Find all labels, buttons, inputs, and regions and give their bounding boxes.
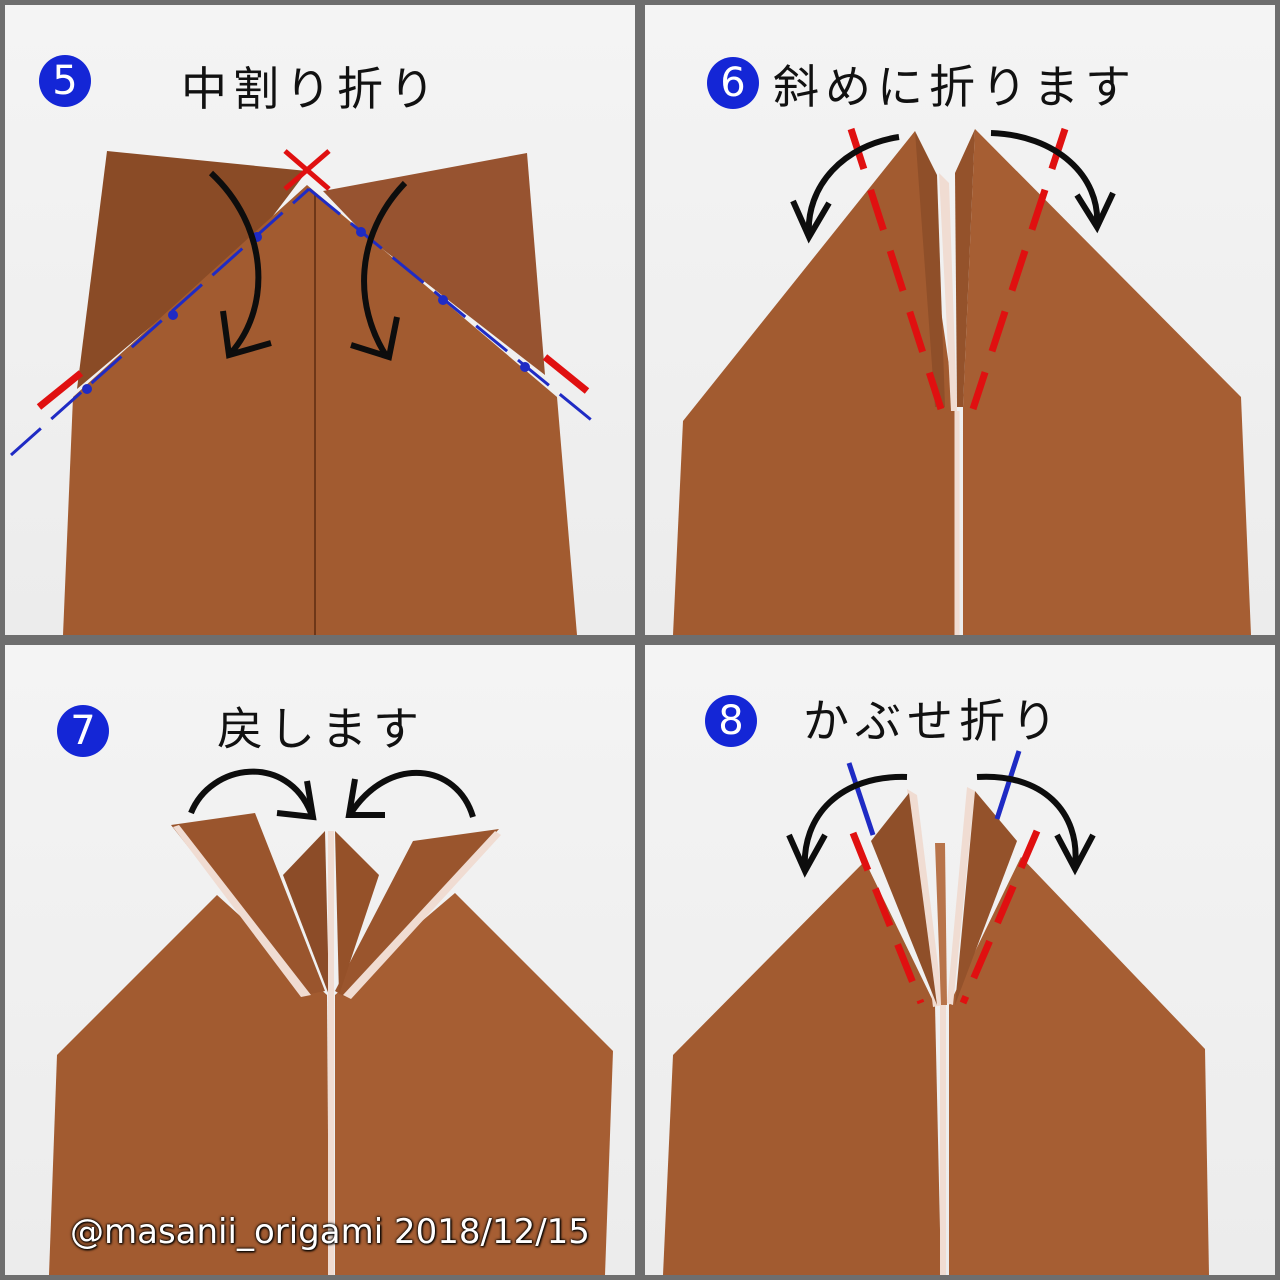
step-title: 斜めに折ります (773, 60, 1137, 114)
arrow-head-left (790, 199, 832, 244)
step-number-badge: 6 (707, 57, 759, 109)
valley-mark-right (994, 750, 1022, 820)
fold-line-right (959, 829, 1041, 1005)
arrow-head-right (345, 778, 385, 818)
paper-edge-light (939, 173, 957, 411)
fold-line-left (849, 831, 925, 1005)
arrow-head-right (350, 316, 400, 361)
paper-body-left (673, 131, 957, 635)
fold-dot (438, 295, 448, 305)
fold-line-left (847, 127, 945, 411)
return-arrow-left (188, 768, 314, 815)
step-number-badge: 8 (705, 695, 757, 747)
arrow-head-left (276, 780, 317, 821)
arrow-head-right (1074, 191, 1116, 234)
fold-dot (82, 384, 92, 394)
raised-flap-left (171, 813, 325, 995)
inner-flap-right (955, 129, 975, 407)
step-title: 中割り折り (181, 62, 441, 116)
fold-line-right (969, 127, 1069, 411)
paper-right-flap (323, 153, 545, 375)
arrow-head-right (1054, 833, 1096, 876)
paper-edge-light-left (173, 825, 311, 997)
step-5-panel: 5 中割り折り (5, 5, 635, 635)
inner-flap-right-face (955, 791, 1017, 1005)
paper-body-left (663, 861, 941, 1275)
valley-mark-left (846, 762, 876, 836)
return-arrow-right (348, 770, 476, 818)
inner-flap-left (907, 789, 943, 1007)
fold-arrow-right (361, 180, 408, 359)
author-watermark: @masanii_origami 2018/12/15 (70, 1212, 590, 1252)
inner-flap-right (947, 787, 975, 1005)
center-peak-left (283, 831, 329, 995)
fold-arrow-left (208, 170, 262, 355)
step-8-panel: 8 かぶせ折り (645, 645, 1275, 1275)
step-7-panel: 7 戻します (5, 645, 635, 1275)
arrow-head-left (220, 310, 272, 359)
step-7-illustration (49, 768, 613, 1275)
step-6-panel: 6 斜めに折ります (645, 5, 1275, 635)
step-6-illustration (673, 127, 1251, 635)
fold-arrow-left (801, 773, 908, 872)
arrow-head-left (786, 833, 828, 878)
fold-dot (520, 362, 530, 372)
fold-dot (168, 310, 178, 320)
step-number-badge: 5 (39, 55, 91, 107)
x-mark (283, 149, 331, 191)
paper-left-flap (77, 151, 307, 389)
step-number-badge: 7 (57, 705, 109, 757)
mountain-mark-left (36, 370, 84, 410)
paper-body-right (335, 893, 613, 1275)
fold-arrow-left (805, 134, 900, 238)
paper-edge-light-right (343, 831, 501, 999)
fold-arrow-right (990, 130, 1101, 228)
center-fin (935, 843, 947, 1005)
fold-dot (356, 227, 366, 237)
step-title: 戻します (217, 702, 425, 756)
paper-body (63, 185, 577, 635)
mountain-mark-right (542, 354, 590, 394)
step-5-illustration (10, 149, 596, 635)
step-8-illustration (663, 750, 1209, 1275)
center-peak-right (335, 831, 379, 995)
paper-body-left (49, 895, 329, 1275)
paper-body-right (949, 857, 1209, 1275)
paper-body-right (963, 129, 1251, 635)
valley-fold-line-right (308, 187, 596, 425)
fold-arrow-right (976, 773, 1079, 868)
step-title: かぶせ折り (803, 694, 1063, 748)
inner-flap-left-face (871, 793, 937, 1005)
inner-flap-left (915, 131, 945, 407)
